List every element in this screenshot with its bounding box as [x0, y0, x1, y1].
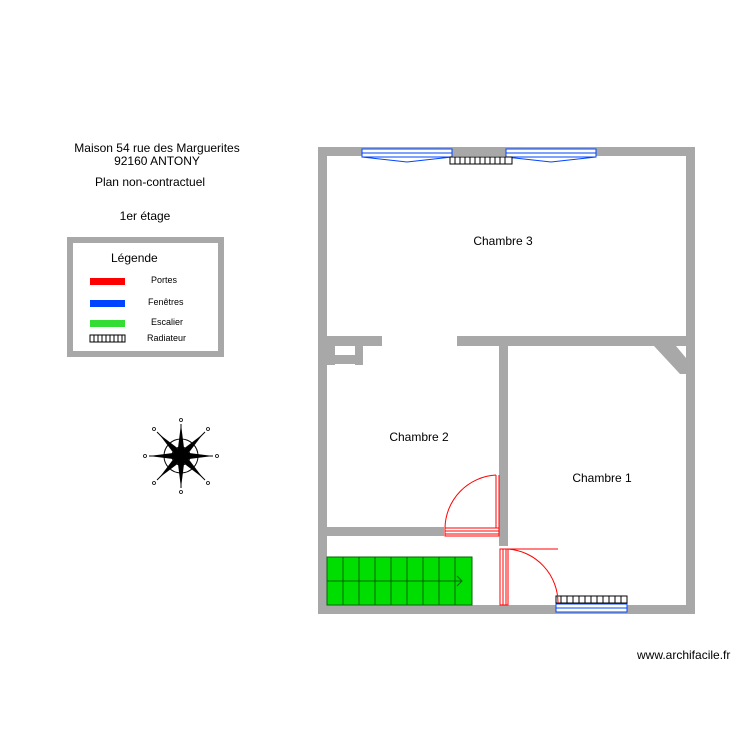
legend-door-swatch: [90, 278, 125, 285]
window-top-left: [361, 148, 453, 163]
door-chambre-1: [499, 548, 559, 606]
legend-window-swatch: [90, 300, 125, 307]
door-chambre-2: [444, 474, 500, 537]
room-label-chambre-3: Chambre 3: [473, 234, 533, 248]
plan-note: Plan non-contractuel: [94, 175, 206, 189]
compass-rose-icon: [143, 418, 219, 494]
legend-title: Légende: [111, 251, 158, 265]
legend-label-fenetres: Fenêtres: [148, 297, 184, 307]
window-bottom: [555, 603, 628, 613]
legend-label-radiateur: Radiateur: [147, 333, 187, 343]
room-label-chambre-1: Chambre 1: [572, 471, 632, 485]
stairs-arrow-icon: [456, 575, 463, 587]
legend-box: [67, 237, 224, 357]
floor-label: 1er étage: [119, 209, 171, 223]
legend-label-escalier: Escalier: [151, 317, 184, 327]
legend-stairs-swatch: [90, 320, 125, 327]
legend-label-portes: Portes: [151, 275, 178, 285]
room-label-chambre-2: Chambre 2: [389, 430, 449, 444]
watermark: www.archifacile.fr: [637, 648, 731, 662]
stairs: [326, 556, 473, 606]
address-line-1: Maison 54 rue des Marguerites: [74, 141, 240, 155]
walls: [318, 147, 695, 614]
radiator-chambre-3: [449, 156, 513, 165]
radiator-chambre-1: [555, 595, 628, 604]
address-line-2: 92160 ANTONY: [114, 154, 200, 168]
radiator-icon: [89, 334, 126, 343]
window-top-right: [505, 148, 597, 163]
